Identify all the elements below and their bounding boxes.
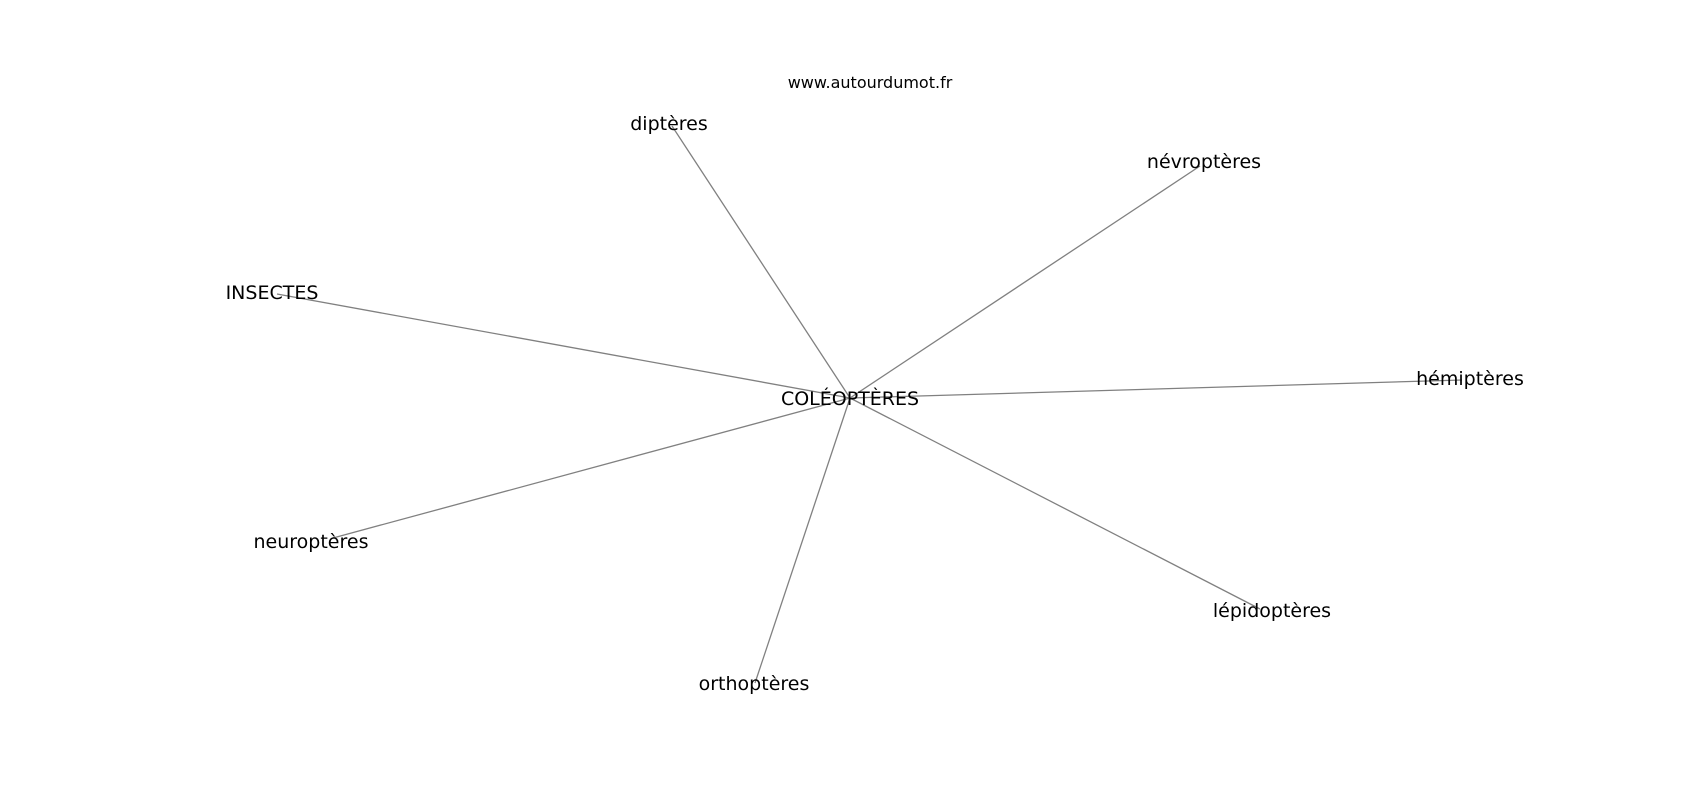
node-dipteres[interactable]: diptères xyxy=(630,113,708,135)
edge-neuropteres xyxy=(332,397,851,539)
node-insectes[interactable]: INSECTES xyxy=(226,282,319,304)
node-orthopteres[interactable]: orthoptères xyxy=(699,673,810,695)
edge-insectes xyxy=(276,293,851,399)
edge-orthopteres xyxy=(754,397,851,684)
node-nevropteres[interactable]: névroptères xyxy=(1147,151,1261,173)
watermark-text: www.autourdumot.fr xyxy=(788,73,953,92)
node-neuropteres[interactable]: neuroptères xyxy=(254,531,369,553)
node-center-coleopteres[interactable]: COLÉOPTÈRES xyxy=(781,387,919,410)
edge-dipteres xyxy=(671,125,851,399)
nodes: COLÉOPTÈRES diptères névroptères INSECTE… xyxy=(226,113,1524,695)
node-lepidopteres[interactable]: lépidoptères xyxy=(1213,600,1331,622)
edge-lepidopteres xyxy=(849,397,1261,610)
edge-nevropteres xyxy=(849,165,1201,399)
edge-hemipteres xyxy=(849,379,1463,399)
node-hemipteres[interactable]: hémiptères xyxy=(1416,368,1524,390)
edges xyxy=(276,125,1463,684)
